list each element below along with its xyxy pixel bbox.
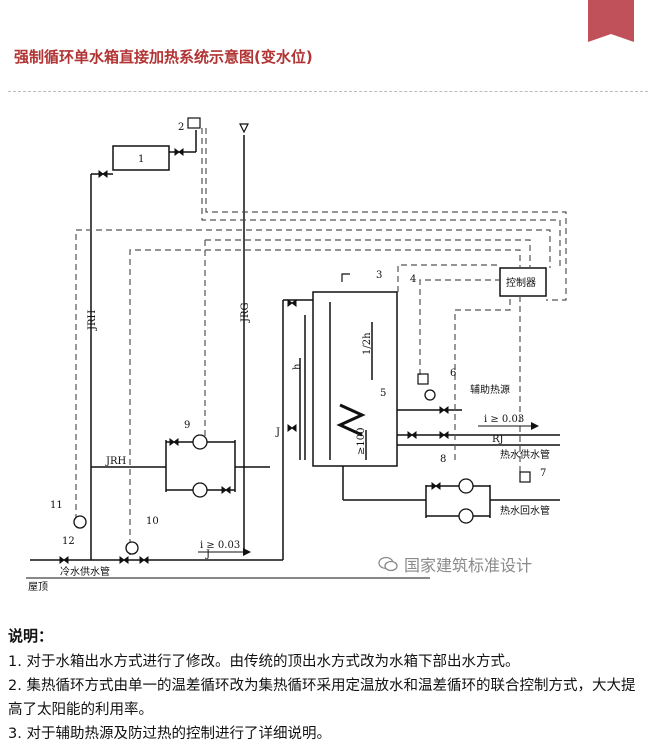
label-h: h	[292, 363, 303, 370]
watermark-text: 国家建筑标准设计	[404, 556, 533, 575]
label-hot-return: 热水回水管	[500, 504, 550, 517]
label-6: 6	[450, 368, 456, 379]
label-5: 5	[380, 388, 386, 399]
label-hot-supply: 热水供水管	[500, 448, 550, 461]
label-roof: 屋顶	[28, 581, 48, 593]
label-aux-heat: 辅助热源	[470, 383, 510, 396]
notes-list: 1. 对于水箱出水方式进行了修改。由传统的顶出水方式改为水箱下部出水方式。 2.…	[8, 650, 638, 746]
title-divider	[8, 91, 648, 92]
label-10: 10	[146, 516, 159, 527]
heat-exchanger-coil	[336, 403, 366, 437]
label-slope-cold: i ≥ 0.03	[200, 540, 240, 551]
label-jrh-horizontal: JRH	[105, 456, 127, 467]
label-4: 4	[410, 274, 416, 285]
label-2: 2	[178, 122, 184, 133]
note-item: 1. 对于水箱出水方式进行了修改。由传统的顶出水方式改为水箱下部出水方式。	[8, 654, 520, 670]
watermark: 国家建筑标准设计	[378, 552, 532, 576]
label-j-horizontal: J	[205, 549, 210, 560]
label-j-vertical: J	[275, 427, 280, 438]
label-jrg: JRG	[240, 302, 251, 323]
label-7: 7	[540, 468, 546, 479]
label-rj: RJ	[492, 434, 504, 445]
label-cold-supply: 冷水供水管	[60, 565, 110, 578]
label-dim-100: ≥100	[356, 428, 367, 455]
controller-box	[499, 267, 547, 297]
solar-collector	[112, 145, 170, 171]
system-diagram: 1 2 3 4 5 6 7 8 9 10 11 12 控制器 辅助热源 热水供水…	[26, 117, 567, 593]
label-controller: 控制器	[506, 276, 536, 289]
page-title: 强制循环单水箱直接加热系统示意图(变水位)	[14, 48, 313, 66]
label-11: 11	[50, 500, 63, 511]
note-item: 2. 集热循环方式由单一的温差循环改为集热循环采用定温放水和温差循环的联合控制方…	[8, 678, 636, 718]
wechat-icon	[378, 556, 398, 572]
water-tank	[312, 291, 398, 467]
notes-heading: 说明：	[8, 627, 54, 645]
bookmark-tab-icon	[588, 0, 634, 42]
label-12: 12	[62, 536, 75, 547]
label-half-h: 1/2h	[362, 332, 373, 355]
label-1: 1	[138, 154, 144, 165]
note-item: 3. 对于辅助热源及防过热的控制进行了详细说明。	[8, 726, 331, 742]
label-jrh-vertical: JRH	[87, 309, 98, 331]
label-slope-supply: i ≥ 0.03	[484, 414, 524, 425]
label-9: 9	[184, 420, 190, 431]
label-8: 8	[440, 454, 446, 465]
label-3: 3	[376, 270, 382, 281]
